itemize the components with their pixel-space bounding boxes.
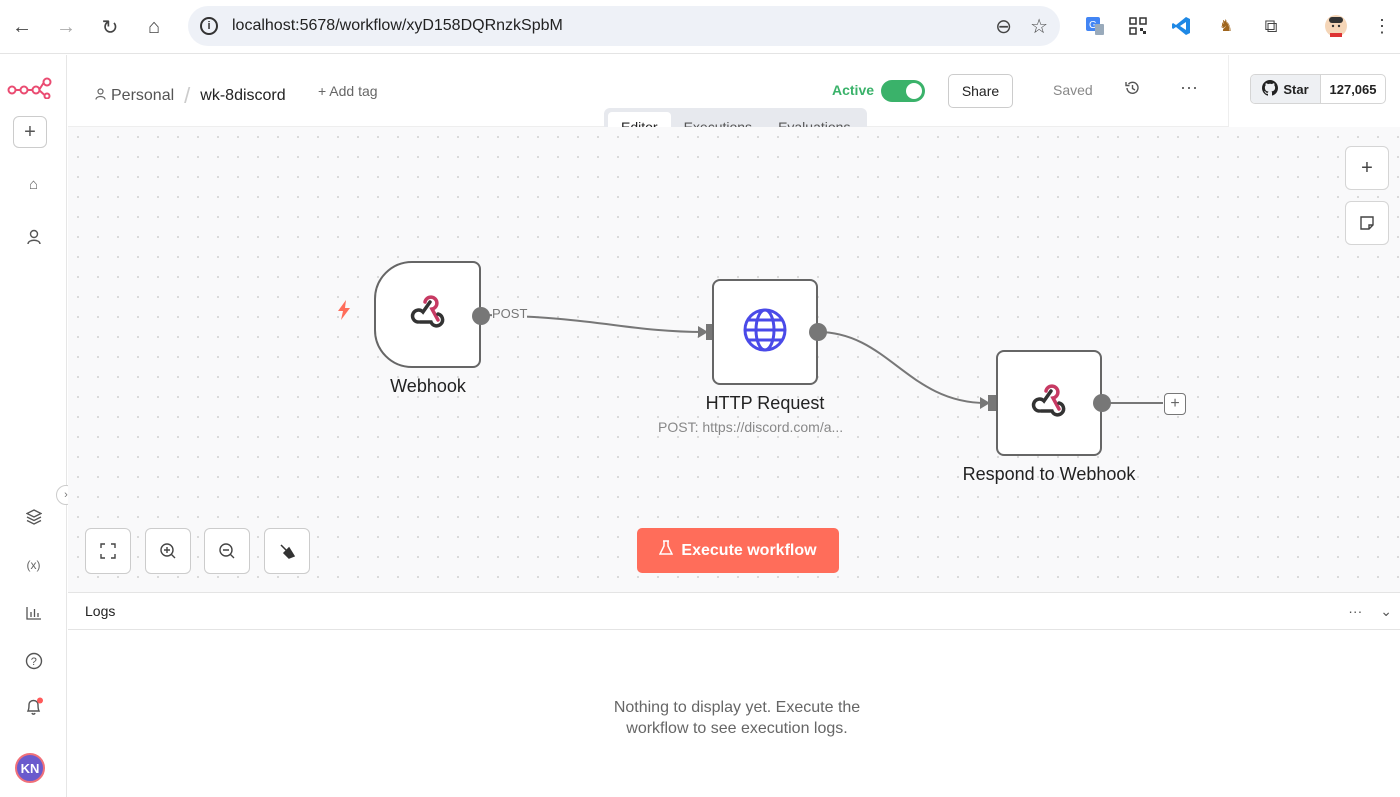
trigger-bolt-icon xyxy=(336,300,352,326)
logs-collapse-chevron-icon[interactable]: ⌄ xyxy=(1380,603,1392,619)
browser-toolbar: ← → ↻ ⌂ i localhost:5678/workflow/xyD158… xyxy=(0,0,1400,54)
sticky-note-button[interactable] xyxy=(1345,201,1389,245)
execute-workflow-button[interactable]: Execute workflow xyxy=(637,528,839,573)
header-divider xyxy=(1228,55,1229,127)
logs-header[interactable]: Logs xyxy=(68,593,1400,630)
bookmark-star-icon[interactable]: ☆ xyxy=(1030,16,1048,38)
home-icon[interactable]: ⌂ xyxy=(147,15,161,38)
tidy-up-button[interactable] xyxy=(264,528,310,574)
breadcrumb-separator: / xyxy=(184,83,191,108)
github-star[interactable]: Star xyxy=(1251,75,1321,103)
zoom-in-button[interactable] xyxy=(145,528,191,574)
webhook-node-label: Webhook xyxy=(390,376,466,396)
github-star-label: Star xyxy=(1283,81,1309,97)
webhook-icon xyxy=(1029,383,1069,424)
github-star-count[interactable]: 127,065 xyxy=(1329,81,1377,97)
zoom-icon[interactable]: ⊖ xyxy=(995,16,1013,38)
respond-output-handle[interactable] xyxy=(1093,394,1111,412)
http-input-handle[interactable] xyxy=(706,324,714,340)
github-star-button[interactable]: Star 127,065 xyxy=(1250,74,1386,104)
translate-extension-icon[interactable]: G xyxy=(1081,12,1109,40)
logs-panel: Logs ··· ⌄ Nothing to display yet. Execu… xyxy=(68,592,1400,797)
logs-empty-line-2: workflow to see execution logs. xyxy=(626,720,848,737)
profile-avatar-icon[interactable] xyxy=(1322,12,1350,40)
forward-icon[interactable]: → xyxy=(56,15,76,38)
n8n-logo-icon[interactable] xyxy=(7,77,53,104)
vscode-extension-icon[interactable] xyxy=(1167,12,1195,40)
share-button[interactable]: Share xyxy=(948,74,1013,108)
logs-empty-line-1: Nothing to display yet. Execute the xyxy=(613,699,861,716)
http-request-node[interactable] xyxy=(712,279,818,385)
help-icon[interactable]: ? xyxy=(0,646,67,676)
flask-icon xyxy=(659,540,674,561)
add-node-button[interactable]: + xyxy=(1345,146,1389,190)
respond-to-webhook-node-label: Respond to Webhook xyxy=(962,464,1136,484)
user-avatar[interactable]: KN xyxy=(15,753,45,783)
browser-menu-icon[interactable]: ⋮ xyxy=(1373,15,1391,36)
webhook-icon xyxy=(408,294,448,335)
templates-icon[interactable] xyxy=(0,502,67,532)
workflow-header: Personal / wk-8discord + Add tag Active … xyxy=(68,55,1228,146)
github-icon xyxy=(1262,79,1279,99)
http-request-node-subtitle: POST: https://discord.com/a... xyxy=(658,419,844,435)
fit-view-button[interactable] xyxy=(85,528,131,574)
back-icon[interactable]: ← xyxy=(12,15,32,38)
address-bar[interactable]: i localhost:5678/workflow/xyD158DQRnzkSp… xyxy=(188,6,1060,46)
personal-crumb-icon xyxy=(95,87,106,105)
workflow-name[interactable]: wk-8discord xyxy=(200,87,286,104)
create-button[interactable]: + xyxy=(13,116,47,148)
active-toggle[interactable] xyxy=(881,80,925,102)
saved-status: Saved xyxy=(1053,82,1093,98)
url-text: localhost:5678/workflow/xyD158DQRnzkSpbM xyxy=(232,17,563,34)
breadcrumb: Personal / wk-8discord xyxy=(95,83,286,109)
add-next-node-button[interactable]: + xyxy=(1164,393,1186,415)
svg-text:G: G xyxy=(1089,20,1097,31)
variables-icon[interactable]: (x) xyxy=(26,558,41,572)
insights-icon[interactable] xyxy=(0,598,67,628)
workflow-canvas[interactable]: + POST Webhook xyxy=(68,127,1400,592)
add-tag-button[interactable]: + Add tag xyxy=(318,83,378,99)
toggle-knob xyxy=(906,83,922,99)
site-info-icon[interactable]: i xyxy=(200,17,218,35)
animal-extension-icon[interactable]: ♞ xyxy=(1218,18,1234,35)
globe-icon xyxy=(742,307,788,358)
http-request-node-label: HTTP Request xyxy=(705,393,825,413)
respond-input-handle[interactable] xyxy=(988,395,996,411)
logs-title: Logs xyxy=(85,603,116,619)
extensions-puzzle-icon[interactable]: ⧉ xyxy=(1264,15,1278,36)
svg-text:?: ? xyxy=(30,656,36,668)
home-nav-icon[interactable]: ⌂ xyxy=(28,175,39,193)
history-icon[interactable] xyxy=(1124,80,1140,101)
zoom-out-button[interactable] xyxy=(204,528,250,574)
reload-icon[interactable]: ↻ xyxy=(101,16,119,39)
webhook-node[interactable] xyxy=(374,261,481,368)
active-label: Active xyxy=(832,82,875,98)
execute-workflow-label: Execute workflow xyxy=(681,541,817,559)
personal-nav-icon[interactable] xyxy=(0,222,67,252)
logs-empty-message: Nothing to display yet. Execute the work… xyxy=(68,697,1400,739)
qr-code-extension-icon[interactable] xyxy=(1124,12,1152,40)
breadcrumb-personal[interactable]: Personal xyxy=(111,87,175,104)
webhook-output-handle[interactable] xyxy=(472,307,490,325)
more-options-icon[interactable]: ··· xyxy=(1180,77,1198,97)
connection-label: POST xyxy=(492,306,528,321)
respond-to-webhook-node[interactable] xyxy=(996,350,1102,456)
left-sidebar: + ⌂ (x) ? KN › xyxy=(0,55,76,797)
notifications-bell-icon[interactable] xyxy=(0,692,67,722)
http-output-handle[interactable] xyxy=(809,323,827,341)
logs-more-icon[interactable]: ··· xyxy=(1348,603,1363,619)
